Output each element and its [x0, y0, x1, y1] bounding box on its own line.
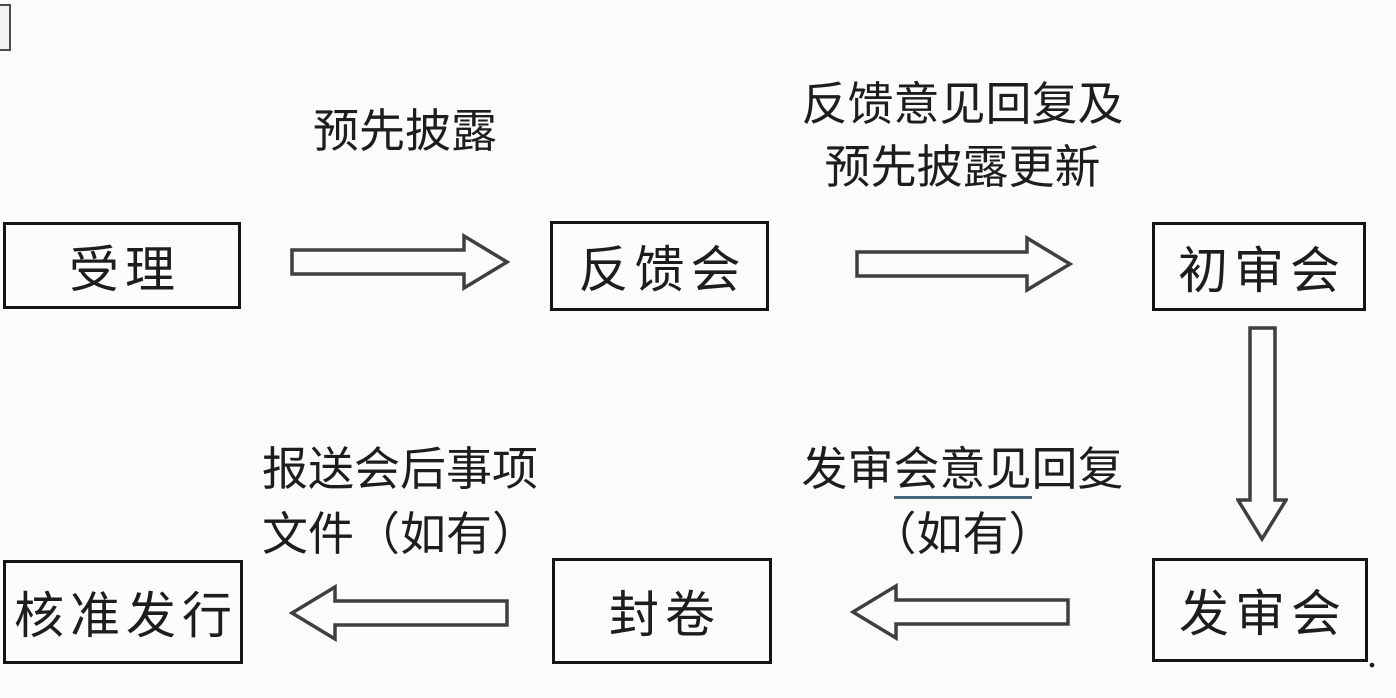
edge-label-review-reply-underlined: 会意见 [893, 444, 1032, 499]
node-file-sealing: 封卷 [552, 558, 772, 664]
edge-label-feedback-reply: 反馈意见回复及 预先披露更新 [780, 73, 1145, 199]
edge-label-review-reply-suffix: 回复 [1031, 444, 1124, 495]
edge-label-post-meeting-docs-line2: 文件（如有） [262, 509, 538, 560]
edge-label-feedback-reply-line1: 反馈意见回复及 [801, 79, 1124, 130]
node-approval-for-issuance-label: 核准发行 [14, 588, 238, 644]
arrow-right-icon [855, 235, 1073, 293]
node-approval-for-issuance: 核准发行 [3, 560, 243, 664]
cropped-box-artifact [0, 4, 11, 51]
edge-label-review-reply-line1: 发审会意见回复 [780, 437, 1145, 502]
node-preliminary-review-meeting-label: 初审会 [1178, 242, 1346, 299]
edge-label-feedback-reply-line2: 预先披露更新 [824, 142, 1101, 193]
edge-label-review-reply: 发审会意见回复 （如有） [780, 437, 1145, 567]
node-feedback-meeting-label: 反馈会 [578, 242, 747, 298]
node-file-sealing-label: 封卷 [609, 587, 721, 643]
arrow-left-icon [288, 584, 509, 642]
arrow-left-icon [849, 583, 1070, 641]
node-preliminary-review-meeting: 初审会 [1152, 222, 1366, 311]
stray-period-text: . [1367, 631, 1377, 676]
node-acceptance: 受理 [3, 222, 241, 309]
arrow-right-icon [290, 233, 510, 291]
edge-label-review-reply-line2: （如有） [870, 509, 1055, 560]
node-issuance-review-meeting-label: 发审会 [1179, 586, 1347, 642]
edge-label-review-reply-prefix: 发审 [801, 444, 894, 495]
edge-label-post-meeting-docs-line1: 报送会后事项 [262, 444, 538, 495]
edge-label-pre-disclosure: 预先披露 [313, 106, 497, 157]
arrow-down-icon [1236, 326, 1288, 542]
node-issuance-review-meeting: 发审会 [1152, 558, 1368, 662]
node-acceptance-label: 受理 [69, 241, 181, 298]
node-feedback-meeting: 反馈会 [550, 221, 769, 311]
edge-label-post-meeting-docs: 报送会后事项 文件（如有） [262, 437, 538, 567]
